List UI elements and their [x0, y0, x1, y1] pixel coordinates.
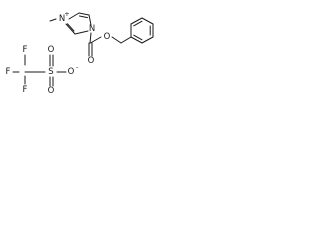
ring-bond-c5-n3 — [65, 23, 76, 35]
charge-plus: + — [64, 10, 69, 18]
ring-bond-c2-c1-double — [79, 15, 88, 19]
ring-bond-c2-c1 — [78, 12, 90, 16]
ring-bond-n1-c5 — [74, 30, 89, 35]
atom-f-bottom: F — [23, 85, 28, 95]
ester-bond-1 — [90, 36, 102, 44]
methyl-bond — [49, 18, 57, 22]
benzyl-bond — [120, 36, 132, 44]
ring-bond-c5-n3-double — [67, 23, 75, 32]
ring-bond-n3-c2 — [68, 12, 80, 20]
atom-o-carbonyl: O — [88, 56, 95, 66]
atom-n-methyl: N — [59, 14, 65, 24]
charge-minus: - — [76, 63, 79, 71]
benzene-ring — [130, 17, 154, 44]
atom-n-acyl: N — [89, 24, 95, 34]
atom-f-left: F — [6, 67, 11, 77]
triflate-anion: F F F S O O O - — [6, 45, 79, 96]
atom-o-sulfonyl-top: O — [48, 45, 55, 55]
structure-diagram: N + N O O F F F S O O O - — [6, 10, 154, 96]
atom-s: S — [48, 67, 53, 77]
atom-f-top: F — [23, 45, 28, 55]
atom-o-sulfonyl-bottom: O — [48, 86, 55, 96]
ester-bond-2 — [111, 36, 122, 44]
ring-bond-c1-n1 — [88, 14, 92, 26]
n-carbonyl-bond — [89, 32, 92, 44]
atom-o-ester: O — [104, 32, 111, 42]
imidazolium-cation: N + N O O — [49, 10, 154, 66]
atom-o-charged: O — [68, 67, 75, 77]
